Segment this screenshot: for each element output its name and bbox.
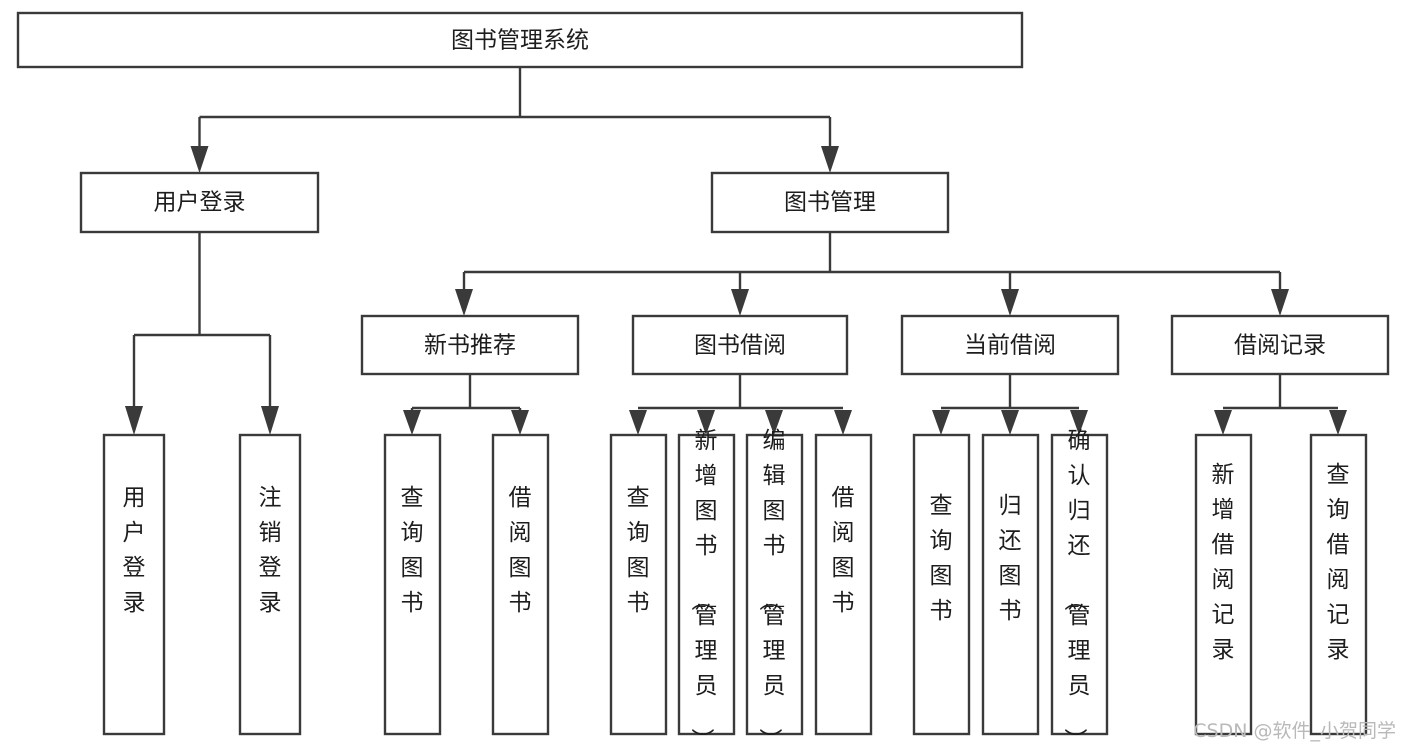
arrowhead-book-borrow-leaf-2 [697, 410, 715, 435]
arrowhead-new-book [455, 289, 473, 316]
leaf-user-login[interactable]: 用户登录 [102, 433, 166, 736]
leaf-query-borrow-record-label: 查询借阅记录 [1327, 462, 1350, 663]
leaf-borrow-query-book[interactable]: 查询图书 [609, 433, 668, 736]
node-borrow-record-label: 借阅记录 [1234, 333, 1326, 359]
arrowhead-book-manage [821, 146, 839, 173]
arrowhead-book-borrow-leaf-1 [629, 410, 647, 435]
leaf-borrow-query-book-label: 查询图书 [627, 485, 650, 616]
node-borrow-record[interactable]: 借阅记录 [1170, 314, 1390, 376]
watermark-label: CSDN @软件_小贺同学 [1193, 720, 1396, 742]
node-root-box[interactable] [16, 11, 1024, 69]
leaf-add-book-admin[interactable]: 新增图书（管理员） [677, 428, 736, 747]
arrowhead-leaf-user-login [125, 406, 143, 435]
arrowhead-current-borrow-leaf-2 [1001, 410, 1019, 435]
leaf-add-book-admin-box[interactable] [677, 433, 736, 736]
node-user-login[interactable]: 用户登录 [79, 171, 320, 234]
node-current-borrow-box[interactable] [900, 314, 1120, 376]
node-root[interactable]: 图书管理系统 [16, 11, 1024, 69]
leaf-new-book-query[interactable]: 查询图书 [383, 433, 442, 736]
leaf-return-book[interactable]: 归还图书 [981, 433, 1040, 736]
arrowhead-leaf-logout [261, 406, 279, 435]
node-root-label: 图书管理系统 [451, 28, 589, 54]
leaf-add-borrow-record[interactable]: 新增借阅记录 [1194, 433, 1253, 736]
leaf-return-book-box[interactable] [981, 433, 1040, 736]
arrowhead-user-login [190, 146, 209, 173]
leaf-add-borrow-record-box[interactable] [1194, 433, 1253, 736]
node-book-borrow[interactable]: 图书借阅 [631, 314, 849, 376]
leaf-confirm-return-admin-box[interactable] [1050, 433, 1109, 736]
leaf-add-book-admin-label: 新增图书（管理员） [689, 428, 718, 747]
leaf-return-book-label: 归还图书 [999, 493, 1022, 624]
node-current-borrow-label: 当前借阅 [964, 333, 1056, 359]
arrowhead-current-borrow [1001, 289, 1019, 316]
node-book-manage[interactable]: 图书管理 [710, 171, 950, 234]
leaf-confirm-return-admin-label: 确认归还（管理员） [1062, 428, 1091, 747]
leaf-borrow-book-label: 借阅图书 [832, 485, 855, 616]
leaf-query-borrow-record-box[interactable] [1309, 433, 1368, 736]
arrowhead-new-book-leaf-1 [403, 410, 421, 435]
node-user-login-box[interactable] [79, 171, 320, 234]
arrowhead-book-borrow-leaf-3 [765, 410, 783, 435]
leaf-user-login-label: 用户登录 [123, 485, 146, 616]
node-book-manage-label: 图书管理 [784, 190, 876, 216]
leaf-user-login-box[interactable] [102, 433, 166, 736]
arrowhead-borrow-record-leaf-2 [1329, 410, 1347, 435]
arrowhead-borrow-record [1271, 289, 1289, 316]
leaf-borrow-book[interactable]: 借阅图书 [814, 433, 873, 736]
leaf-current-query-book-label: 查询图书 [930, 493, 953, 624]
arrowhead-borrow-record-leaf-1 [1214, 410, 1232, 435]
node-user-login-label: 用户登录 [154, 190, 246, 216]
leaf-edit-book-admin[interactable]: 编辑图书（管理员） [745, 428, 804, 747]
arrowhead-new-book-leaf-2 [511, 410, 529, 435]
node-borrow-record-box[interactable] [1170, 314, 1390, 376]
leaf-edit-book-admin-label: 编辑图书（管理员） [757, 428, 786, 747]
node-book-borrow-label: 图书借阅 [694, 333, 786, 359]
leaf-logout-label: 注销登录 [259, 485, 282, 616]
leaf-confirm-return-admin[interactable]: 确认归还（管理员） [1050, 428, 1109, 747]
node-new-book-recommend[interactable]: 新书推荐 [360, 314, 580, 376]
leaf-new-book-borrow-label: 借阅图书 [509, 485, 532, 616]
leaf-borrow-query-book-box[interactable] [609, 433, 668, 736]
leaf-new-book-borrow-box[interactable] [491, 433, 550, 736]
node-book-borrow-box[interactable] [631, 314, 849, 376]
leaf-edit-book-admin-box[interactable] [745, 433, 804, 736]
leaf-borrow-book-box[interactable] [814, 433, 873, 736]
leaf-current-query-book[interactable]: 查询图书 [912, 433, 971, 736]
connector-group [125, 67, 1347, 435]
leaf-new-book-query-box[interactable] [383, 433, 442, 736]
arrowhead-current-borrow-leaf-1 [932, 410, 950, 435]
leaf-current-query-book-box[interactable] [912, 433, 971, 736]
leaf-logout-box[interactable] [238, 433, 302, 736]
leaf-new-book-query-label: 查询图书 [401, 485, 424, 616]
arrowhead-book-borrow-leaf-4 [834, 410, 852, 435]
arrowhead-current-borrow-leaf-3 [1070, 410, 1088, 435]
node-current-borrow[interactable]: 当前借阅 [900, 314, 1120, 376]
leaf-new-book-borrow[interactable]: 借阅图书 [491, 433, 550, 736]
node-new-book-recommend-box[interactable] [360, 314, 580, 376]
node-new-book-recommend-label: 新书推荐 [424, 333, 516, 359]
node-book-manage-box[interactable] [710, 171, 950, 234]
leaf-logout[interactable]: 注销登录 [238, 433, 302, 736]
leaf-add-borrow-record-label: 新增借阅记录 [1212, 462, 1235, 663]
arrowhead-book-borrow [731, 289, 749, 316]
leaf-query-borrow-record[interactable]: 查询借阅记录 [1309, 433, 1368, 736]
